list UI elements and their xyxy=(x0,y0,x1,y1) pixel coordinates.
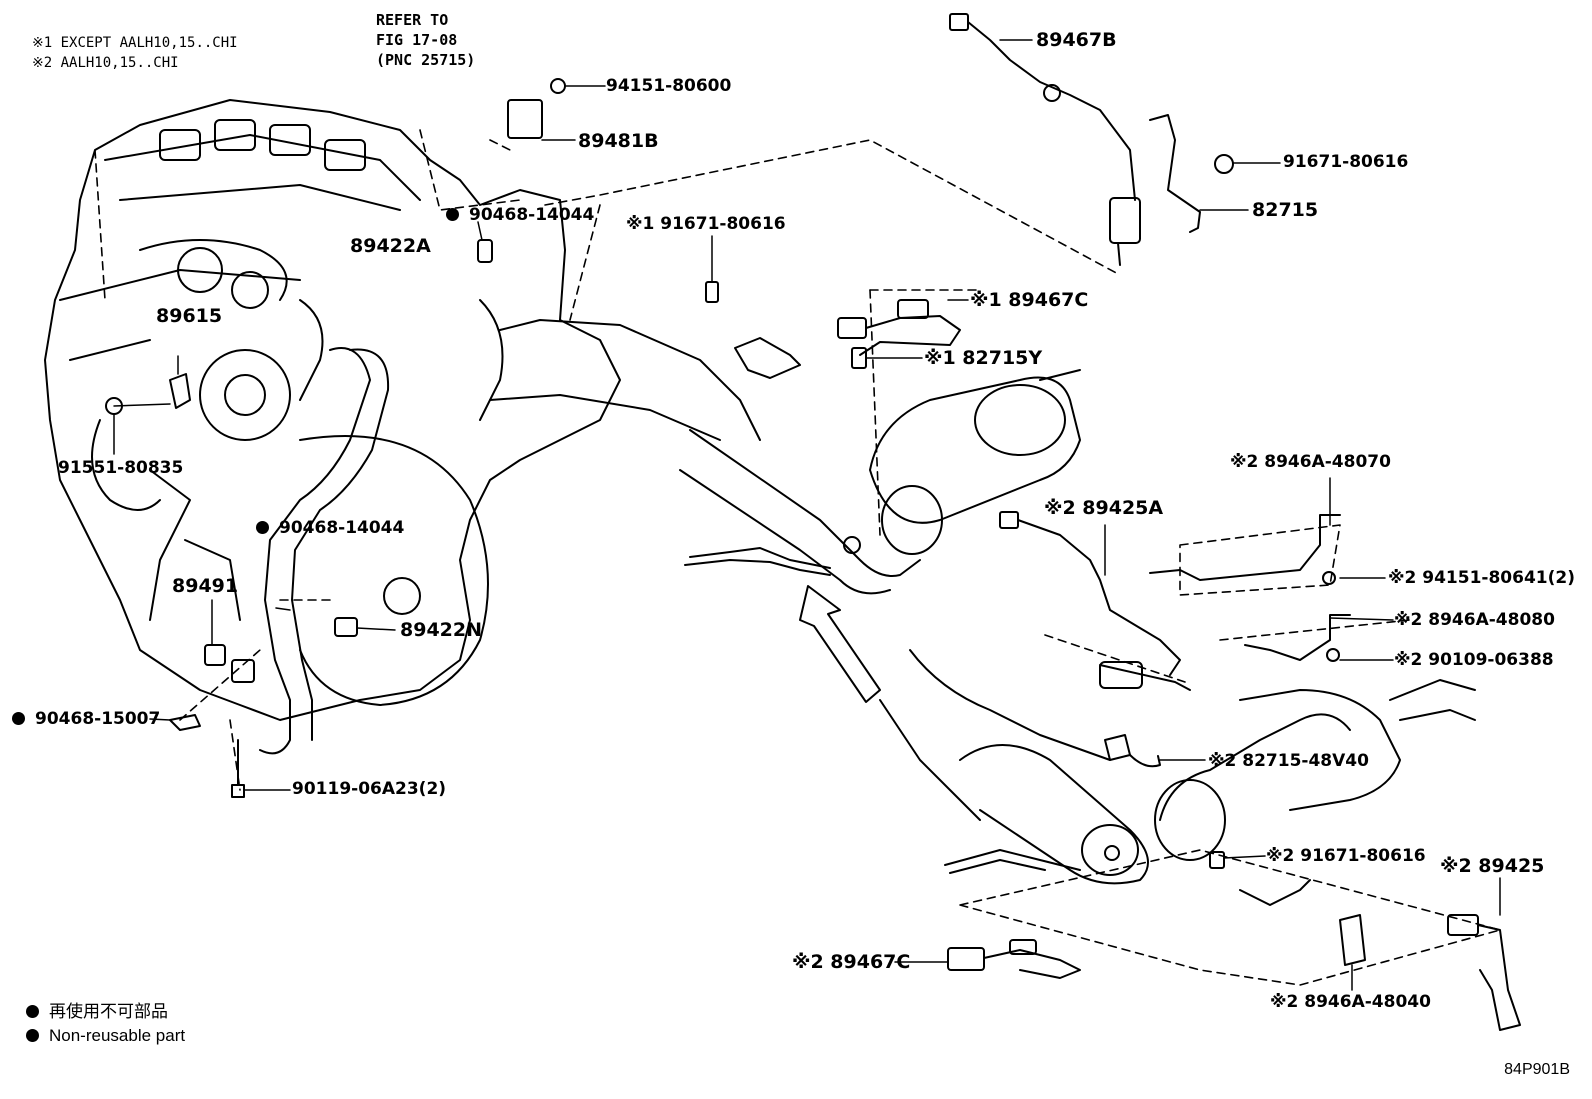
refer-line-1: REFER TO xyxy=(376,11,449,29)
label-82715Y: ※1 82715Y xyxy=(924,347,1043,369)
legend-line-jp: 再使用不可部品 xyxy=(26,1000,185,1024)
note-2: ※2 AALH10,15..CHI xyxy=(32,55,179,71)
sensor-89467B xyxy=(949,13,1141,266)
label-89422N: 89422N xyxy=(400,619,483,641)
label-text: 90468-14044 xyxy=(469,205,595,225)
legend: 再使用不可部品 Non-reusable part xyxy=(26,1000,185,1048)
label-82715-48V40: ※2 82715-48V40 xyxy=(1208,751,1369,771)
label-90468-14044-mid: 90468-14044 xyxy=(256,518,404,538)
label-89467C-top: ※1 89467C xyxy=(970,289,1089,311)
label-89425A: ※2 89425A xyxy=(1044,497,1164,519)
label-8946A-48080: ※2 8946A-48080 xyxy=(1394,610,1555,630)
non-reusable-dot xyxy=(446,208,459,221)
label-8946A-48070: ※2 8946A-48070 xyxy=(1230,452,1391,472)
label-8946A-48040: ※2 8946A-48040 xyxy=(1270,992,1431,1012)
label-91671-80616-mid: ※1 91671-80616 xyxy=(626,214,786,234)
legend-text-jp: 再使用不可部品 xyxy=(49,1002,168,1021)
label-90468-15007: 90468-15007 xyxy=(12,709,160,729)
label-text: 90468-15007 xyxy=(35,709,161,729)
label-82715: 82715 xyxy=(1252,199,1319,221)
label-89491: 89491 xyxy=(172,575,239,597)
exhaust-rear-pipe xyxy=(879,649,1476,885)
refer-line-3: (PNC 25715) xyxy=(376,51,476,69)
label-89615: 89615 xyxy=(156,305,223,327)
label-text: 90468-14044 xyxy=(279,518,405,538)
non-reusable-dot xyxy=(12,712,25,725)
label-94151-80600: 94151-80600 xyxy=(606,76,732,96)
label-89467B: 89467B xyxy=(1036,29,1117,51)
label-89481B: 89481B xyxy=(578,130,659,152)
label-91671-80616-top: 91671-80616 xyxy=(1283,152,1409,172)
legend-text-en: Non-reusable part xyxy=(49,1026,186,1045)
exhaust-front-pipe xyxy=(489,319,1081,595)
label-89467C-low: ※2 89467C xyxy=(792,951,911,973)
engine-block xyxy=(44,99,621,755)
note-1: ※1 EXCEPT AALH10,15..CHI xyxy=(32,35,238,51)
label-89425: ※2 89425 xyxy=(1440,855,1545,877)
figure-code: 84P901B xyxy=(1504,1061,1570,1078)
refer-note: REFER TO FIG 17-08 (PNC 25715) xyxy=(376,10,475,70)
non-reusable-dot xyxy=(256,521,269,534)
label-91551-80835: 91551-80835 xyxy=(58,458,184,478)
non-reusable-dot xyxy=(26,1029,39,1042)
legend-line-en: Non-reusable part xyxy=(26,1024,185,1048)
label-90468-14044-top: 90468-14044 xyxy=(446,205,594,225)
label-91671-80616-low: ※2 91671-80616 xyxy=(1266,846,1426,866)
label-89422A: 89422A xyxy=(350,235,431,257)
label-94151-80641: ※2 94151-80641(2) xyxy=(1388,568,1575,588)
label-90109-06388: ※2 90109-06388 xyxy=(1394,650,1554,670)
non-reusable-dot xyxy=(26,1005,39,1018)
refer-line-2: FIG 17-08 xyxy=(376,31,458,49)
front-arrow xyxy=(799,585,881,703)
label-90119-06A23: 90119-06A23(2) xyxy=(292,779,447,799)
